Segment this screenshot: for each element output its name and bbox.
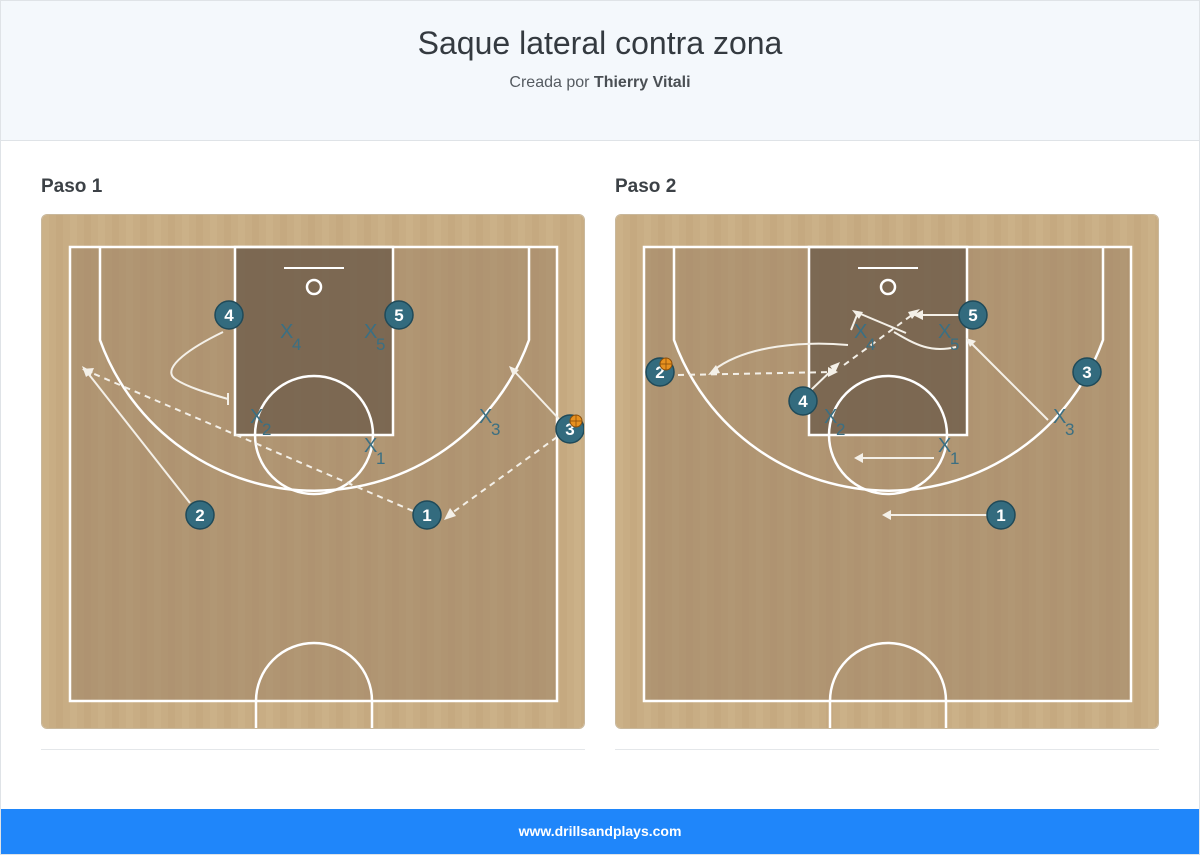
defender-number: 2 — [262, 420, 271, 439]
defender-x-mark: X — [938, 435, 951, 457]
defender-number: 1 — [950, 449, 959, 468]
player-1[interactable]: 1 — [986, 500, 1016, 530]
footer-link[interactable]: www.drillsandplays.com — [518, 823, 682, 839]
defender-number: 5 — [950, 335, 959, 354]
defender-number: 3 — [1065, 420, 1074, 439]
defender-x-mark: X — [250, 406, 263, 428]
player-number: 2 — [195, 506, 204, 525]
defender-x-mark: X — [364, 435, 377, 457]
defender-x-mark: X — [938, 321, 951, 343]
player-circle — [412, 500, 442, 530]
defender-number: 4 — [866, 335, 875, 354]
player-number: 3 — [565, 420, 574, 439]
defender-x-mark: X — [824, 406, 837, 428]
paint-area — [809, 247, 967, 435]
player-number: 5 — [968, 306, 977, 325]
player-number: 1 — [422, 506, 431, 525]
defender-number: 5 — [376, 335, 385, 354]
player-number: 4 — [798, 392, 808, 411]
basket — [305, 278, 323, 296]
player-number: 1 — [996, 506, 1005, 525]
defender-number: 1 — [376, 449, 385, 468]
defender-number: 2 — [836, 420, 845, 439]
player-number: 3 — [1082, 363, 1091, 382]
defender-x2: X2 — [250, 406, 271, 439]
defender-x-mark: X — [280, 321, 293, 343]
player-2[interactable]: 2 — [185, 500, 215, 530]
three-point-line — [672, 247, 1105, 492]
defender-x4: X4 — [854, 321, 875, 354]
player-4[interactable]: 4 — [214, 300, 244, 330]
page-subtitle: Creada por Thierry Vitali — [1, 74, 1199, 92]
player-number: 5 — [394, 306, 403, 325]
page-header: Saque lateral contra zona Creada por Thi… — [1, 1, 1199, 141]
footer: www.drillsandplays.com — [1, 809, 1199, 854]
three-point-line — [98, 247, 531, 492]
defender-number: 3 — [491, 420, 500, 439]
step-2-title: Paso 2 — [615, 176, 677, 197]
player-circle — [1072, 357, 1102, 387]
step-2-pass-2-4 — [677, 371, 835, 376]
center-circle — [254, 641, 374, 728]
player-circle — [214, 300, 244, 330]
player-circle — [384, 300, 414, 330]
step-1-cut-2 — [86, 371, 191, 504]
player-circle — [958, 300, 988, 330]
free-throw-circle — [827, 374, 949, 496]
step-1-title: Paso 1 — [41, 176, 103, 197]
basket — [879, 278, 897, 296]
paint-lines — [807, 245, 969, 437]
player-circle — [788, 386, 818, 416]
step-2-movement-lines — [677, 309, 1049, 520]
player-number: 4 — [224, 306, 234, 325]
player-5[interactable]: 5 — [958, 300, 988, 330]
center-circle — [828, 641, 948, 728]
subtitle-prefix: Creada por — [509, 74, 590, 91]
player-circle — [185, 500, 215, 530]
player-1[interactable]: 1 — [412, 500, 442, 530]
author-name: Thierry Vitali — [593, 74, 691, 91]
player-circle — [986, 500, 1016, 530]
defender-x5: X5 — [938, 321, 959, 354]
player-5[interactable]: 5 — [384, 300, 414, 330]
paint-area — [235, 247, 393, 435]
defender-number: 4 — [292, 335, 301, 354]
defender-x2: X2 — [824, 406, 845, 439]
paint-lines — [233, 245, 395, 437]
defender-x4: X4 — [280, 321, 301, 354]
defender-x1: X1 — [364, 435, 385, 468]
defender-x-mark: X — [479, 406, 492, 428]
defender-x1: X1 — [938, 435, 959, 468]
defender-x-mark: X — [854, 321, 867, 343]
step-1-separator — [41, 749, 585, 750]
page-title: Saque lateral contra zona — [417, 25, 783, 61]
defender-x-mark: X — [1053, 406, 1066, 428]
step-1-cut-3 — [514, 371, 560, 420]
step-1-movement-lines — [82, 331, 560, 520]
defender-x3: X3 — [1053, 406, 1074, 439]
free-throw-circle — [253, 374, 375, 496]
step-2: Paso 2 — [615, 176, 1159, 750]
step-1-pass-1-2 — [91, 372, 414, 512]
player-3[interactable]: 3 — [1072, 357, 1102, 387]
player-number: 2 — [655, 363, 664, 382]
defender-x3: X3 — [479, 406, 500, 439]
step-2-separator — [615, 749, 1159, 750]
defender-x5: X5 — [364, 321, 385, 354]
player-2[interactable]: 2 — [645, 357, 675, 387]
defender-x-mark: X — [364, 321, 377, 343]
player-3[interactable]: 3 — [555, 414, 584, 444]
player-4[interactable]: 4 — [788, 386, 818, 416]
